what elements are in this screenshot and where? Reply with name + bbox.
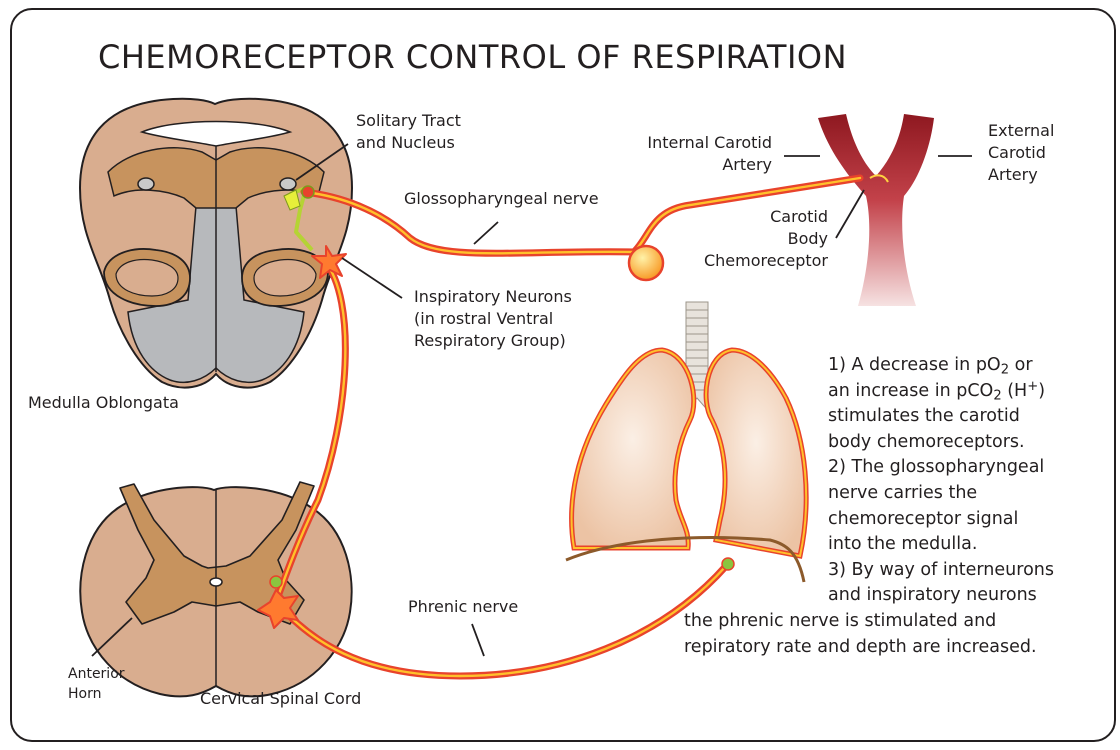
interneuron-terminal bbox=[270, 576, 282, 588]
step-line-6: nerve carries the bbox=[684, 481, 1104, 507]
step-line-7: chemoreceptor signal bbox=[684, 507, 1104, 533]
step-line-11: the phrenic nerve is stimulated and bbox=[684, 609, 1104, 635]
step-line-2: an increase in pCO2 (H+) bbox=[684, 379, 1104, 405]
step-line-12: repiratory rate and depth are increased. bbox=[684, 635, 1104, 661]
step-line-8: into the medulla. bbox=[684, 532, 1104, 558]
explanation-steps: 1) A decrease in pO2 or an increase in p… bbox=[684, 353, 1104, 660]
step-line-5: 2) The glossopharyngeal bbox=[684, 455, 1104, 481]
label-cervical-spinal-cord: Cervical Spinal Cord bbox=[200, 688, 361, 710]
diagram-title: CHEMORECEPTOR CONTROL OF RESPIRATION bbox=[98, 38, 847, 76]
step-line-9: 3) By way of interneurons bbox=[684, 558, 1104, 584]
carotid-body-chemoreceptor bbox=[629, 246, 663, 280]
step-line-10: and inspiratory neurons bbox=[684, 583, 1104, 609]
label-glossopharyngeal-nerve: Glossopharyngeal nerve bbox=[404, 188, 599, 210]
step-line-3: stimulates the carotid bbox=[684, 404, 1104, 430]
carotid-artery bbox=[818, 114, 934, 306]
step-line-1: 1) A decrease in pO2 or bbox=[684, 353, 1104, 379]
step-line-4: body chemoreceptors. bbox=[684, 430, 1104, 456]
label-medulla-oblongata: Medulla Oblongata bbox=[28, 392, 179, 414]
label-phrenic-nerve: Phrenic nerve bbox=[408, 596, 518, 618]
medulla-oblongata bbox=[80, 99, 352, 388]
